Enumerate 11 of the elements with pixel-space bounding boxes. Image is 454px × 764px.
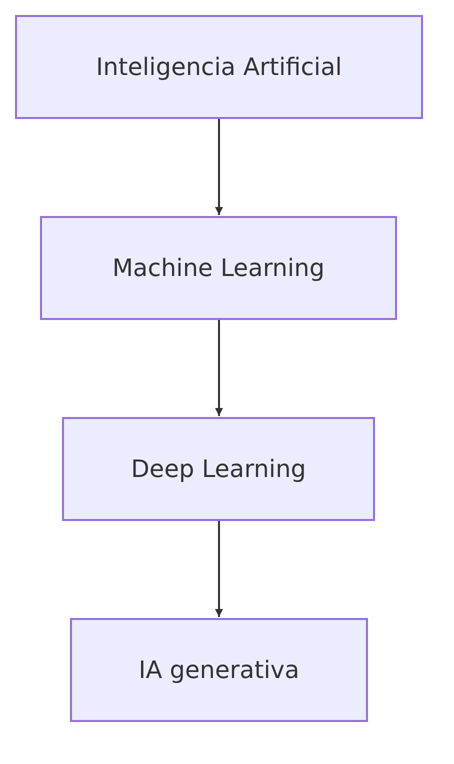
arrow [215, 521, 223, 617]
node-label: Deep Learning [130, 455, 306, 483]
process-box [15, 15, 423, 119]
process-box [70, 618, 368, 722]
node-label: Inteligencia Artificial [96, 53, 342, 81]
process-box [40, 216, 397, 320]
process-box [62, 417, 375, 521]
node-label: IA generativa [138, 656, 300, 684]
node-label: Machine Learning [112, 254, 325, 282]
arrow [215, 119, 223, 215]
arrow [215, 320, 223, 416]
